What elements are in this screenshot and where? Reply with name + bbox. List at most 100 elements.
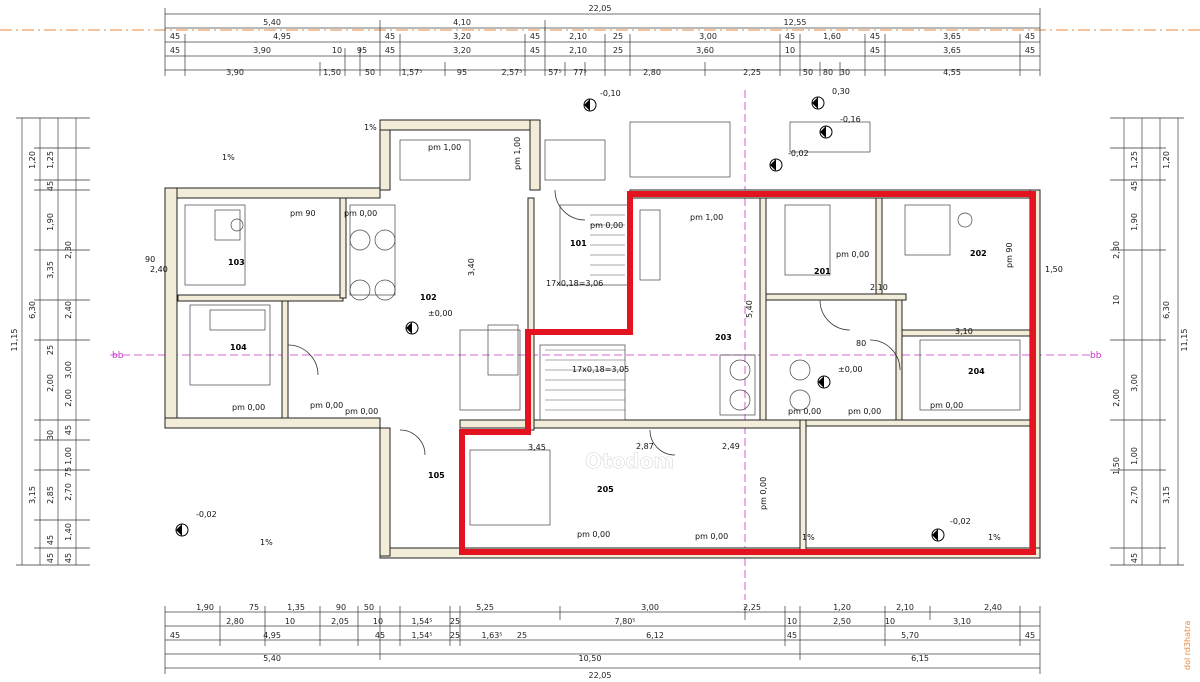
bottom-dim-r3-3: 1,54⁵ [411,631,432,640]
label-dim-150: 1,50 [1045,265,1063,274]
bottom-dim-r1-1: 75 [249,603,259,612]
top-dim-r4-6: 57⁵ [548,68,561,77]
label-level-030: 0,30 [832,87,850,96]
top-dim-r4-8: 2,80 [643,68,661,77]
bottom-dim-r3-5: 1,63⁵ [481,631,502,640]
section-line-bb: bb bb [110,90,1102,600]
top-dim-r4-1: 1,50 [323,68,341,77]
label-pm-000-3: pm 0,00 [232,403,265,412]
label-pct-2: 1% [222,153,235,162]
top-dim-r3-13: 45 [1025,46,1035,55]
right-dim-6: 11,15 [1180,329,1189,352]
top-dimension-chains: 22,05 5,40 4,10 12,55 45 4,95 45 3,20 45… [164,4,1041,77]
bottom-dim-r3-2: 45 [375,631,385,640]
top-dim-r4-12: 30 [840,68,850,77]
top-dim-r3-3: 95 [357,46,367,55]
bottom-dim-r2-6: 7,80⁵ [614,617,635,626]
top-dim-r1-0: 5,40 [263,18,281,27]
watermark: Otodom [585,449,674,473]
top-dim-r4-10: 50 [803,68,813,77]
room-203: 203 [715,333,732,342]
right-dim-13: 3,15 [1162,486,1171,504]
top-dim-r2-1: 4,95 [273,32,291,41]
label-dim-540: 5,40 [745,300,754,318]
room-201: 201 [814,267,831,276]
top-dim-r4-3: 1,57⁵ [401,68,422,77]
bottom-dim-r4-0: 5,40 [263,654,281,663]
label-stairs-1: 17x0,18=3,06 [546,279,603,288]
left-dim-1: 1,25 [46,151,55,169]
left-dim-16: 75 [64,467,73,477]
top-dim-r2-10: 45 [870,32,880,41]
left-dim-11: 3,00 [64,361,73,379]
label-pm-000-6: pm 0,00 [788,407,821,416]
bottom-dim-r3-9: 5,70 [901,631,919,640]
left-dim-20: 1,40 [64,523,73,541]
room-202: 202 [970,249,987,258]
left-dim-3: 1,90 [46,213,55,231]
left-dim-24: 45 [46,553,55,563]
top-dim-r2-6: 25 [613,32,623,41]
top-dim-r2-12: 45 [1025,32,1035,41]
top-dim-r4-2: 50 [365,68,375,77]
top-dim-r3-8: 25 [613,46,623,55]
bottom-dim-r3-7: 6,12 [646,631,664,640]
top-dim-r4-0: 3,90 [226,68,244,77]
right-dim-7: 10 [1112,295,1121,305]
bottom-dim-r2-0: 2,80 [226,617,244,626]
label-level-000: ±0,00 [428,309,453,318]
bottom-dim-r3-0: 45 [170,631,180,640]
top-dim-r3-5: 3,20 [453,46,471,55]
bottom-dim-r2-2: 2,05 [331,617,349,626]
highlight-outline [459,191,1036,555]
left-dim-13: 2,00 [64,389,73,407]
bottom-dim-r4-2: 6,15 [911,654,929,663]
right-dim-4: 2,30 [1112,241,1121,259]
right-dim-14: 45 [1130,553,1139,563]
top-dim-r2-8: 45 [785,32,795,41]
label-stairs-2: 17x0,18=3,05 [572,365,629,374]
right-dim-9: 2,00 [1112,389,1121,407]
left-dim-2: 45 [46,181,55,191]
label-dim-90: 90 [145,255,155,264]
label-pct-4: 1% [802,533,815,542]
label-pm-100-b: pm 1,00 [690,213,723,222]
bottom-dim-r1-9: 2,10 [896,603,914,612]
right-dim-10: 1,00 [1130,447,1139,465]
top-dim-r1-1: 4,10 [453,18,471,27]
right-dim-8: 3,00 [1130,374,1139,392]
room-101: 101 [570,239,587,248]
label-pm-000-9: pm 0,00 [577,530,610,539]
label-pct-5: 1% [988,533,1001,542]
label-dim-210: 2,10 [870,283,888,292]
bottom-dim-r2-1: 10 [285,617,295,626]
label-pm-000-8: pm 0,00 [930,401,963,410]
top-dim-r2-7: 3,00 [699,32,717,41]
door-swings [287,189,901,456]
right-dim-2: 45 [1130,181,1139,191]
label-pm-000-10: pm 0,00 [695,532,728,541]
bottom-dim-r1-5: 5,25 [476,603,494,612]
label-level-000-b: ±0,00 [838,365,863,374]
top-dim-r4-9: 2,25 [743,68,761,77]
top-dim-r3-12: 3,65 [943,46,961,55]
room-204: 204 [968,367,985,376]
label-dim-287: 2,87 [636,442,654,451]
top-dim-r3-4: 45 [385,46,395,55]
label-level-002-a: -0,02 [788,149,809,158]
label-pct-3: 1% [260,538,273,547]
right-dim-0: 1,20 [1162,151,1171,169]
top-dim-r3-0: 45 [170,46,180,55]
bottom-dim-r2-7: 10 [787,617,797,626]
bottom-dimension-chains: 1,90 75 1,35 90 50 5,25 3,00 2,25 1,20 2… [164,603,1041,680]
top-dim-r2-9: 1,60 [823,32,841,41]
bottom-dim-r5-0: 22,05 [589,671,612,680]
left-dim-12: 2,00 [46,374,55,392]
bottom-dim-r1-4: 50 [364,603,374,612]
top-dim-r4-5: 2,57⁵ [501,68,522,77]
room-205: 205 [597,485,614,494]
label-level-002-b: -0,02 [196,510,217,519]
bottom-dim-r3-6: 25 [517,631,527,640]
level-markers [175,96,945,542]
label-pm-100-v: pm 1,00 [513,137,522,170]
